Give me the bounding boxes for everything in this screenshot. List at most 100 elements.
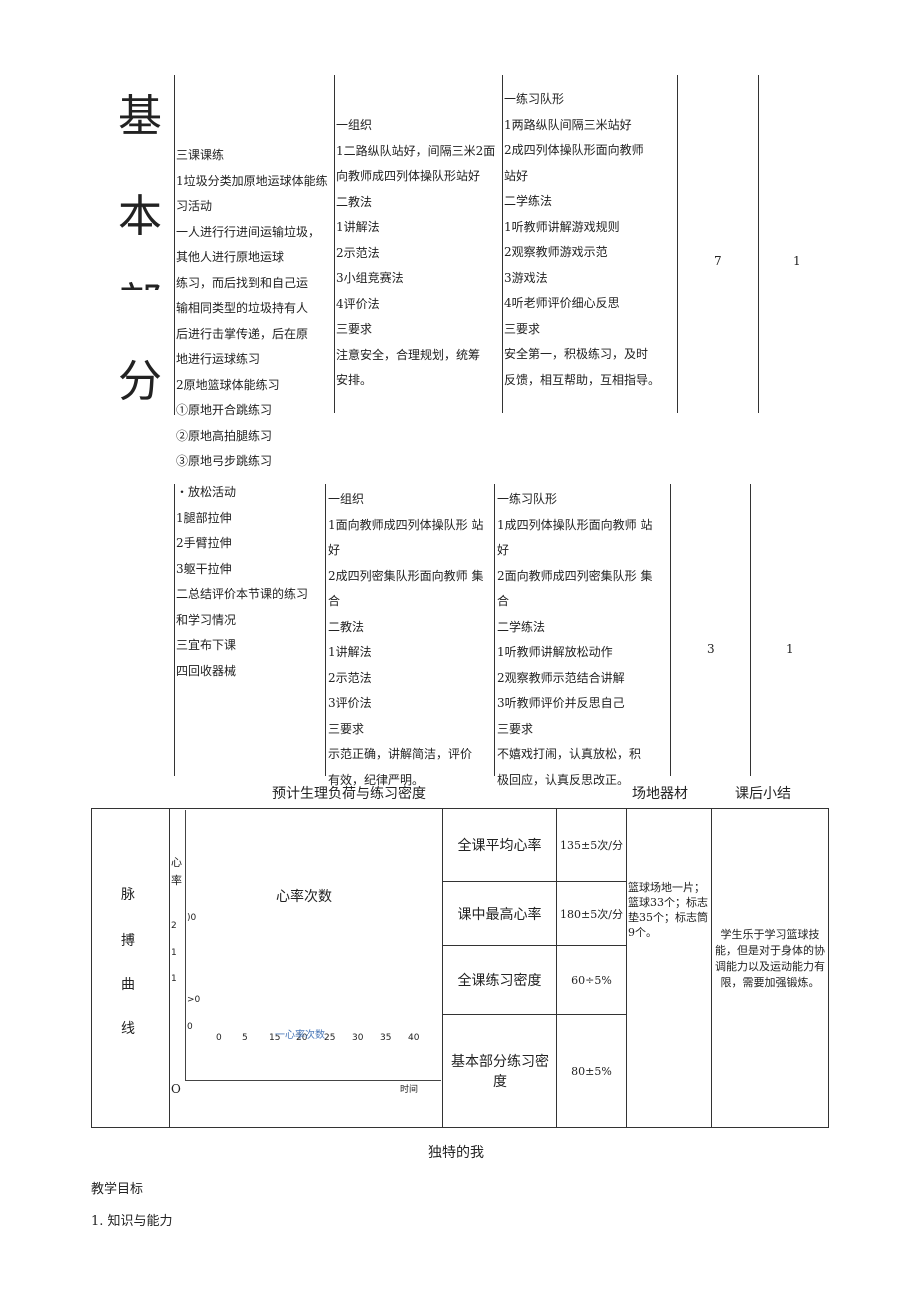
x-tick: 0 [216,1033,222,1043]
y-tick: 2 [171,921,177,931]
chart-title: 心率次数 [276,889,332,905]
y-tick: 1 [171,974,177,984]
text-line: 1两路纵队间隔三米站好 [504,117,632,132]
text-line: 三要求 [336,322,373,336]
text-line: ①原地开合跳练习 [176,403,273,417]
text-line: 1二路纵队站好，间隔三米2面 [336,143,496,158]
x-tick: 35 [380,1033,392,1043]
stat-label: 全课平均心率 [457,838,542,854]
text-line: 2原地篮球体能练习 [176,377,280,392]
text-line: 1听教师讲解放松动作 [497,645,613,659]
text-line: 二学练法 [504,194,553,208]
after-class-summary-text: 学生乐于学习篮球技能，但是对于身体的协调能力以及运动能力有限，需要加强锻炼。 [715,928,825,989]
y-tick: 0 [187,1022,193,1032]
text-line: 1腿部拉伸 [176,510,232,525]
text-line: 一练习队形 [497,492,558,506]
text-line: 二教法 [336,194,373,209]
stat-label: 全课练习密度 [457,973,542,989]
text-line: 3躯干拉伸 [176,561,232,576]
text-line: 向教师成四列体操队形站好 [336,169,481,183]
stat-value: 180±5次/分 [560,907,623,921]
text-line: 极回应，认真反思改正。 [497,772,630,787]
text-line: 4评价法 [336,296,380,311]
x-tick: 40 [408,1033,420,1043]
text-line: 3小组竞赛法 [336,271,404,285]
text-line: 练习，而后找到和自己运 [176,275,309,290]
text-line: 2示范法 [336,245,380,260]
text-line: 反馈，相互帮助，互相指导。 [504,372,661,387]
text-line: 习活动 [176,199,213,213]
footer-item: 1. 知识与能力 [91,1214,173,1229]
text-line: 1讲解法 [328,645,372,659]
text-line: 三要求 [497,721,534,736]
text-line: 3游戏法 [504,270,548,285]
x-tick: 15 [269,1033,281,1043]
count-value: 1 [793,254,801,268]
pulse-label-char: 曲 [121,977,135,993]
text-line: 三课课练 [176,148,225,162]
text-line: 1讲解法 [336,220,380,234]
stat-label: 课中最高心率 [457,906,542,923]
text-line: 四回收器械 [176,663,237,678]
text-line: 其他人进行原地运球 [176,250,285,264]
load-density-header: 预计生理负荷与练习密度 [272,786,426,802]
text-line: 好 [328,543,341,557]
section-title-char: 本 [118,191,162,242]
text-line: 二学练法 [497,619,546,634]
time-value: 3 [707,642,715,656]
text-line: 示范正确，讲解简洁，评价 [328,747,473,761]
time-value: 7 [714,254,722,268]
text-line: 1面向教师成四列体操队形 站 [328,517,484,532]
text-line: 有效，纪律严明。 [328,772,425,787]
y-axis-label: 心 [171,856,182,869]
text-line: ・放松活动 [176,485,237,499]
text-line: 安全第一，积极练习，及时 [504,347,649,361]
text-line: 一组织 [328,492,365,506]
y-tick: 1 [171,948,177,958]
text-line: 2手臂拉伸 [176,536,232,550]
text-line: 一人进行行进间运输垃圾， [176,224,321,239]
text-line: 2示范法 [328,670,372,685]
text-line: 3听教师评价并反思自己 [497,696,625,710]
text-line: 地进行运球练习 [176,352,261,366]
text-line: 2成四列密集队形面向教师 集 [328,568,484,583]
stat-label: 基本部分练习密度 [451,1054,549,1090]
text-line: 安排。 [336,373,373,387]
text-line: 二教法 [328,619,365,634]
text-line: 2成四列体操队形面向教师 [504,143,644,157]
pulse-label-char: 线 [121,1021,135,1037]
text-line: 1成四列体操队形面向教师 站 [497,517,653,532]
after-class-summary-header: 课后小结 [735,786,791,802]
section-title-char: 分 [118,356,162,407]
text-line: 三要求 [504,321,541,336]
text-line: ③原地弓步跳练习 [176,454,273,468]
text-line: 1听教师讲解游戏规则 [504,219,620,234]
x-tick: 20 [296,1033,308,1043]
y-axis-label: 率 [171,874,182,887]
text-line: 后进行击掌传递，后在原 [176,326,309,341]
text-line: 不嬉戏打闹，认真放松，积 [497,747,642,761]
x-tick: 30 [352,1033,364,1043]
text-line: 三宜布下课 [176,638,237,652]
section-title-char: 部 [118,268,162,290]
text-line: ②原地高拍腿练习 [176,428,273,443]
text-line: 三要求 [328,721,365,736]
section-title-char: 基 [118,91,162,142]
text-line: 2观察教师示范结合讲解 [497,670,625,685]
x-tick: 25 [324,1033,336,1043]
text-line: 和学习情况 [176,612,237,627]
y-marker: )0 [187,913,197,923]
text-line: 合 [497,594,510,608]
x-axis-label: 时间 [400,1085,419,1095]
y-tick: >0 [187,995,201,1005]
stat-value: 60÷5% [571,973,612,987]
venue-equipment-text: 篮球场地一片；篮球33个；标志垫35个；标志筒9个。 [628,881,708,939]
text-line: 站好 [504,168,529,183]
count-value: 1 [786,642,794,656]
x-tick: 5 [242,1033,248,1043]
text-line: 二总结评价本节课的练习 [176,587,309,601]
chart-origin: O [171,1082,181,1096]
